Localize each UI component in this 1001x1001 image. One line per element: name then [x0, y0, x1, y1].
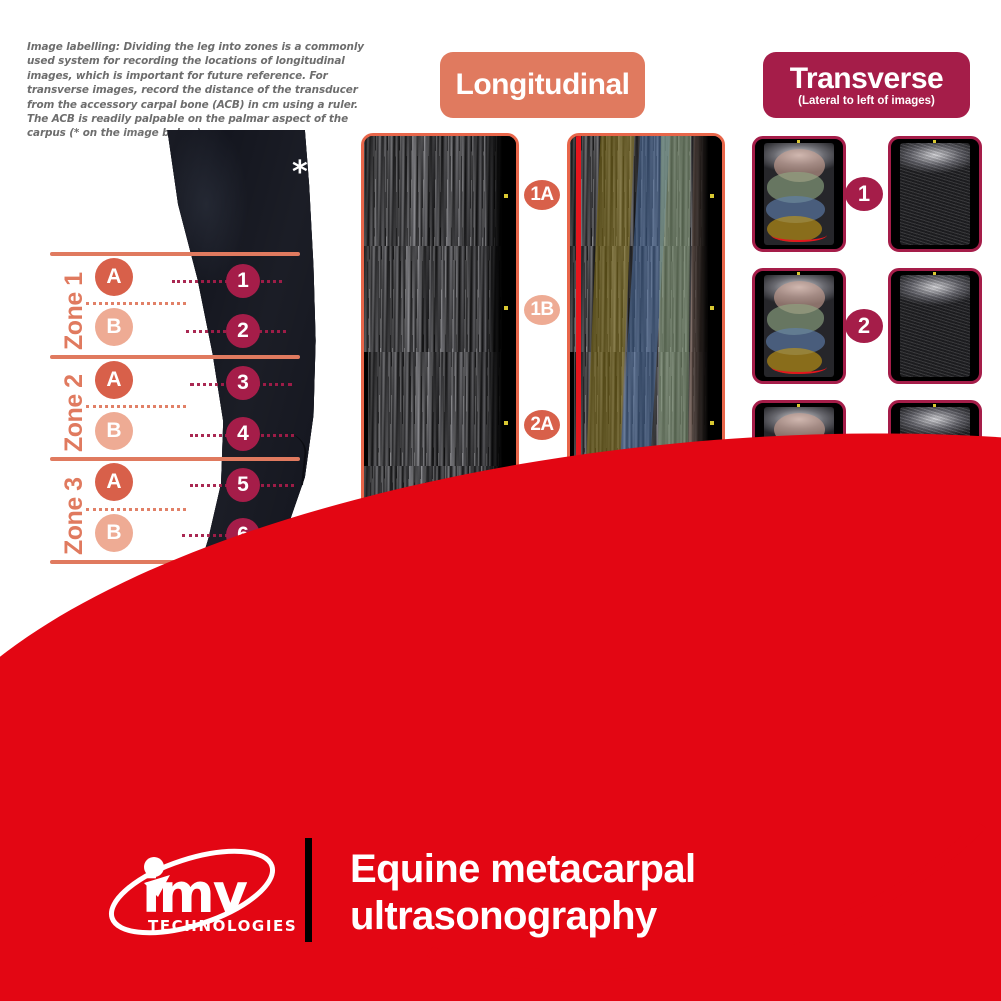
zone3-sub-b: B — [95, 514, 133, 552]
palmar-line — [770, 228, 828, 243]
zone1-sub-a: A — [95, 258, 133, 296]
transverse-annotated-1 — [752, 136, 846, 252]
transverse-marker-2: 2 — [845, 309, 883, 343]
zone3-inner-dotted-rule — [86, 508, 186, 511]
zone2-inner-dotted-rule — [86, 405, 186, 408]
zone-marker-1: 1 — [226, 264, 260, 298]
imv-tagline: TECHNOLOGIES — [148, 917, 298, 935]
zone1-sub-b: B — [95, 308, 133, 346]
poster-title-line2: ultrasonography — [350, 894, 657, 938]
zone1-inner-dotted-rule — [86, 302, 186, 305]
footer-divider — [305, 838, 312, 942]
depth-marker-icon — [710, 421, 714, 425]
transverse-annotated-2 — [752, 268, 846, 384]
longitudinal-chip-1A: 1A — [524, 180, 560, 210]
depth-marker-icon — [504, 421, 508, 425]
zone-label-1: Zone 1 — [60, 272, 88, 350]
poster-title: Equine metacarpal ultrasonography — [350, 846, 910, 940]
imv-logo: imv TECHNOLOGIES — [100, 845, 296, 940]
depth-marker-icon — [710, 194, 714, 198]
header-transverse-sublabel: (Lateral to left of images) — [798, 94, 935, 107]
transverse-plain-1 — [888, 136, 982, 252]
depth-marker-icon — [710, 306, 714, 310]
depth-marker-icon — [933, 272, 937, 275]
depth-marker-icon — [797, 140, 801, 143]
transverse-marker-1: 1 — [845, 177, 883, 211]
caption-text: Image labelling: Dividing the leg into z… — [27, 41, 364, 140]
zone-rule-2-3 — [50, 457, 300, 461]
zone-marker-5: 5 — [226, 468, 260, 502]
zone2-sub-b: B — [95, 412, 133, 450]
depth-marker-icon — [797, 404, 801, 407]
longitudinal-chip-2A: 2A — [524, 410, 560, 440]
zone-marker-4: 4 — [226, 417, 260, 451]
zone-label-2: Zone 2 — [60, 374, 88, 452]
zone3-sub-a: A — [95, 463, 133, 501]
zone-rule-1-2 — [50, 355, 300, 359]
zone2-sub-a: A — [95, 361, 133, 399]
poster-title-line1: Equine metacarpal — [350, 847, 696, 891]
header-transverse-label: Transverse — [789, 61, 944, 95]
imv-orbit-icon — [108, 848, 276, 936]
acb-asterisk-icon: * — [292, 155, 308, 190]
footer-band — [0, 800, 1001, 1001]
zone-label-3: Zone 3 — [60, 477, 88, 555]
zone-marker-2: 2 — [226, 314, 260, 348]
depth-marker-icon — [933, 404, 937, 407]
header-longitudinal-label: Longitudinal — [455, 68, 630, 101]
header-transverse: Transverse (Lateral to left of images) — [763, 52, 970, 118]
zone-marker-3: 3 — [226, 366, 260, 400]
depth-marker-icon — [504, 194, 508, 198]
depth-marker-icon — [504, 306, 508, 310]
depth-marker-icon — [797, 272, 801, 275]
imv-wordmark: imv — [142, 862, 248, 925]
zone-rule-top — [50, 252, 300, 256]
transverse-plain-2 — [888, 268, 982, 384]
palmar-line — [770, 360, 828, 375]
header-longitudinal: Longitudinal — [440, 52, 645, 118]
longitudinal-chip-1B: 1B — [524, 295, 560, 325]
depth-marker-icon — [933, 140, 937, 143]
